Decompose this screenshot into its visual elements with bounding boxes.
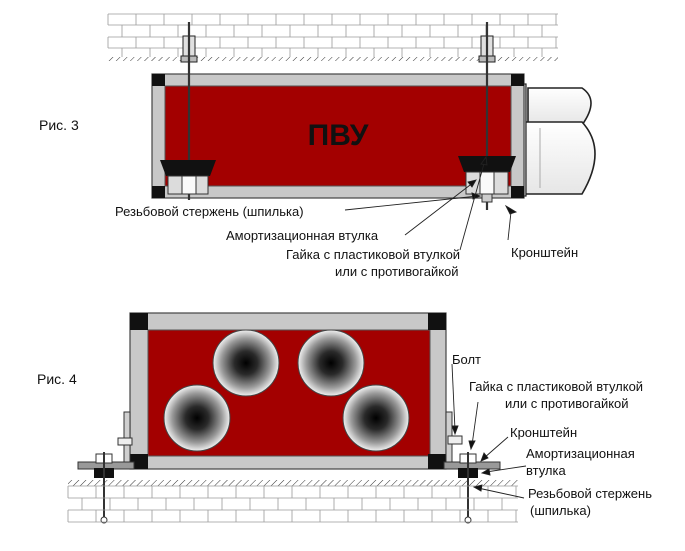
corner-block <box>130 313 148 330</box>
unit-label: ПВУ <box>308 119 369 152</box>
label-bolt: Болт <box>452 352 481 367</box>
ceiling-slab-hatch <box>108 57 558 61</box>
label-bushing: Амортизационная втулка <box>226 228 379 243</box>
hanger-right <box>458 22 516 210</box>
corner-block <box>428 454 446 469</box>
duct-opening <box>342 384 410 452</box>
floor-slab-hatch <box>68 480 518 486</box>
leader-lines-fig4 <box>451 363 527 499</box>
corner-block <box>511 186 524 198</box>
corner-block <box>428 313 446 330</box>
nut <box>181 175 197 195</box>
unit-red-panel <box>164 85 512 187</box>
corner-block <box>152 74 165 86</box>
duct-opening <box>297 329 365 397</box>
bracket <box>160 160 216 176</box>
label-nut-line2: или с противогайкой <box>505 396 629 411</box>
unit-body-fig3: ПВУ <box>151 73 525 199</box>
label-nut-line1: Гайка с пластиковой втулкой <box>469 379 643 394</box>
label-rod: Резьбовой стержень (шпилька) <box>115 204 304 219</box>
duct-opening <box>163 384 231 452</box>
figure-3: ПВУ <box>39 13 596 279</box>
label-bracket: Кронштейн <box>510 425 577 440</box>
duct-pipes <box>521 87 596 195</box>
mount-right <box>443 411 501 524</box>
label-bushing-line1: Амортизационная <box>526 446 635 461</box>
floor-brickwork <box>67 480 518 523</box>
label-rod-line2: (шпилька) <box>530 503 591 518</box>
figure-4: Рис. 4 Болт Гайка с пластиковой втулкой … <box>37 312 652 524</box>
label-bracket: Кронштейн <box>511 245 578 260</box>
duct-opening <box>212 329 280 397</box>
unit-body-fig4 <box>129 312 447 470</box>
mount-left <box>77 411 135 524</box>
figure-caption: Рис. 3 <box>39 117 79 133</box>
nut <box>479 171 495 195</box>
corner-block <box>511 74 524 86</box>
figure-caption: Рис. 4 <box>37 371 77 387</box>
label-nut-line1: Гайка с пластиковой втулкой <box>286 247 460 262</box>
bracket-arrow <box>504 204 518 215</box>
leader-lines-fig3 <box>344 155 518 251</box>
hanger-left <box>160 22 216 200</box>
label-rod-line1: Резьбовой стержень <box>528 486 652 501</box>
label-nut-line2: или с противогайкой <box>335 264 459 279</box>
corner-block <box>152 186 165 198</box>
label-bushing-line2: втулка <box>526 463 566 478</box>
